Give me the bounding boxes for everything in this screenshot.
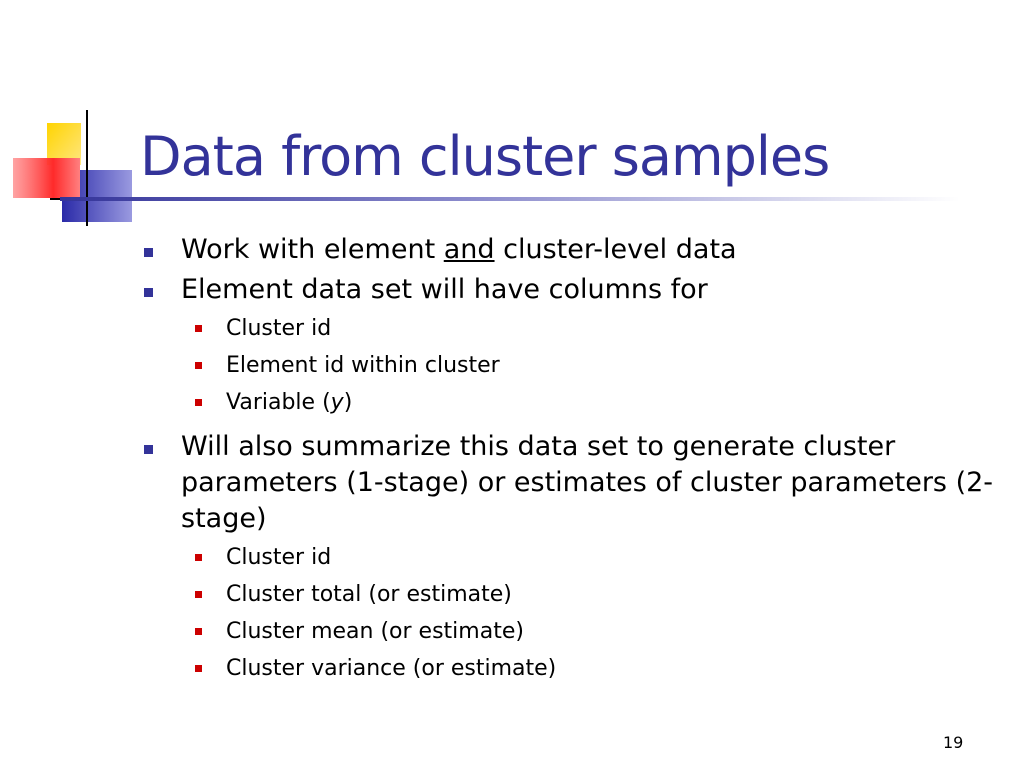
sub-bullet-list: Cluster id Element id within cluster Var…	[181, 310, 1004, 421]
bullet-emphasis: and	[443, 234, 495, 265]
sub-bullet-text: Element id within cluster	[226, 353, 500, 378]
sub-bullet-text: Cluster variance (or estimate)	[226, 656, 557, 681]
sub-bullet-text: Cluster total (or estimate)	[226, 582, 512, 607]
sub-bullet-text: Variable (	[226, 390, 331, 415]
square-bullet-icon	[195, 591, 202, 598]
square-bullet-icon	[195, 665, 202, 672]
bullet-text: Work with element	[181, 234, 444, 265]
square-bullet-icon	[144, 445, 153, 454]
sub-bullet-item: Element id within cluster	[181, 347, 1004, 384]
slide-number: 19	[943, 733, 964, 752]
sub-bullet-text: )	[343, 390, 353, 415]
decorative-squares-logo	[13, 110, 132, 226]
square-bullet-icon	[195, 325, 202, 332]
sub-bullet-item: Cluster variance (or estimate)	[181, 650, 1004, 687]
sub-bullet-text: Cluster id	[226, 316, 332, 341]
bullet-text: Will also summarize this data set to gen…	[181, 431, 994, 534]
square-bullet-icon	[195, 628, 202, 635]
sub-bullet-text: Cluster id	[226, 545, 332, 570]
slide-title: Data from cluster samples	[140, 125, 830, 188]
variable-symbol: y	[330, 390, 344, 415]
square-bullet-icon	[195, 554, 202, 561]
square-bullet-icon	[195, 362, 202, 369]
sub-bullet-text: Cluster mean (or estimate)	[226, 619, 524, 644]
bullet-text: Element data set will have columns for	[181, 274, 708, 305]
bullet-item: Element data set will have columns for C…	[144, 272, 1004, 421]
bullet-list: Work with element and cluster-level data…	[144, 232, 1004, 695]
sub-bullet-item: Cluster mean (or estimate)	[181, 613, 1004, 650]
title-underline-rule	[60, 197, 960, 201]
square-bullet-icon	[144, 288, 153, 297]
sub-bullet-item: Cluster id	[181, 310, 1004, 347]
sub-bullet-item: Cluster total (or estimate)	[181, 576, 1004, 613]
bullet-item: Will also summarize this data set to gen…	[144, 429, 1004, 687]
sub-bullet-item: Variable (y)	[181, 384, 1004, 421]
bullet-item: Work with element and cluster-level data	[144, 232, 1004, 268]
bullet-text: cluster-level data	[494, 234, 737, 265]
sub-bullet-list: Cluster id Cluster total (or estimate) C…	[181, 539, 1004, 687]
square-bullet-icon	[144, 248, 153, 257]
square-bullet-icon	[195, 399, 202, 406]
sub-bullet-item: Cluster id	[181, 539, 1004, 576]
